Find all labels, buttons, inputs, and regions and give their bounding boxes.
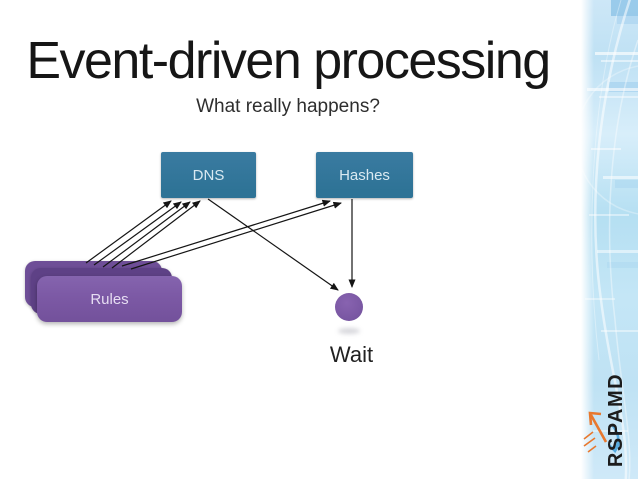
arrow-rules-to-dns <box>111 200 201 269</box>
arrow-rules-to-dns <box>102 201 191 268</box>
page-title: Event-driven processing <box>26 32 551 90</box>
wait-circle <box>335 293 363 321</box>
arrow-dns-to-wait <box>207 198 339 291</box>
sidebar-pattern <box>581 0 638 479</box>
hashes-label: Hashes <box>339 166 390 184</box>
arrow-rules-to-hashes <box>130 201 342 270</box>
dns-label: DNS <box>192 166 225 184</box>
wait-circle-shadow <box>338 328 360 334</box>
arrow-rules-to-hashes <box>121 199 331 267</box>
brand-rspamd-vertical: RSPAMD <box>605 372 627 468</box>
wait-label: Wait <box>329 342 374 367</box>
logo-up-arrow-icon <box>583 411 608 453</box>
node-hashes: Hashes <box>316 152 413 198</box>
arrow-rules-to-dns <box>93 201 182 266</box>
rspamd-logo-icon <box>583 411 622 454</box>
node-dns: DNS <box>161 152 256 198</box>
arrow-rules-to-dns <box>85 200 172 264</box>
page-subtitle: What really happens? <box>196 96 380 117</box>
rules-card-front: Rules <box>37 276 182 322</box>
logo-down-arrow-icon <box>608 425 622 454</box>
rules-label: Rules <box>90 290 129 308</box>
sidebar-decor <box>581 0 638 479</box>
